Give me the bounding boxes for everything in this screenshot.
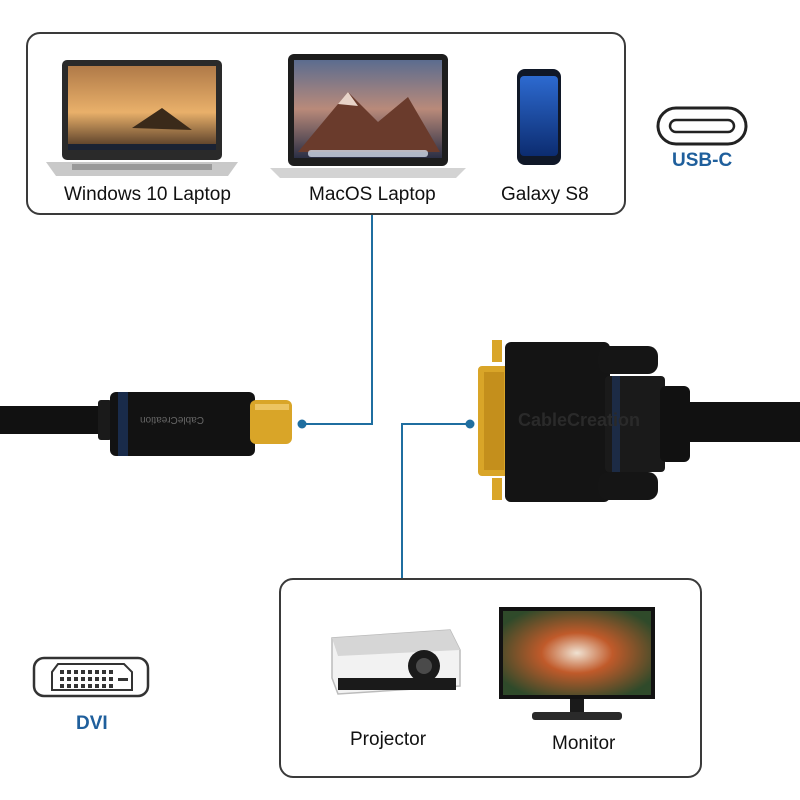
left-cable — [0, 406, 110, 434]
projector-icon — [328, 628, 464, 698]
smartphone-icon — [516, 68, 562, 166]
usb-plug-brand-text: CableCreation — [140, 414, 204, 425]
dvi-connector-dot — [465, 419, 475, 429]
dvi-plug-brand-text: CableCreation — [518, 410, 641, 430]
usb-connector-dot — [297, 419, 307, 429]
windows-laptop-icon — [42, 58, 242, 178]
usb-c-plug — [98, 392, 292, 456]
macbook-icon — [268, 52, 468, 180]
macos-laptop-label: MacOS Laptop — [309, 184, 436, 205]
target-connector-line — [401, 423, 468, 578]
usb-c-port-icon — [656, 106, 748, 146]
dvi-label: DVI — [76, 713, 108, 734]
galaxy-s8-label: Galaxy S8 — [501, 184, 589, 205]
dvi-port-icon — [32, 656, 150, 698]
usb-c-label: USB-C — [672, 150, 733, 171]
projector-label: Projector — [350, 729, 427, 750]
monitor-label: Monitor — [552, 733, 616, 754]
source-connector-line — [305, 215, 373, 425]
windows-laptop-label: Windows 10 Laptop — [64, 184, 231, 205]
dvi-plug — [478, 340, 800, 502]
monitor-icon — [498, 606, 656, 726]
